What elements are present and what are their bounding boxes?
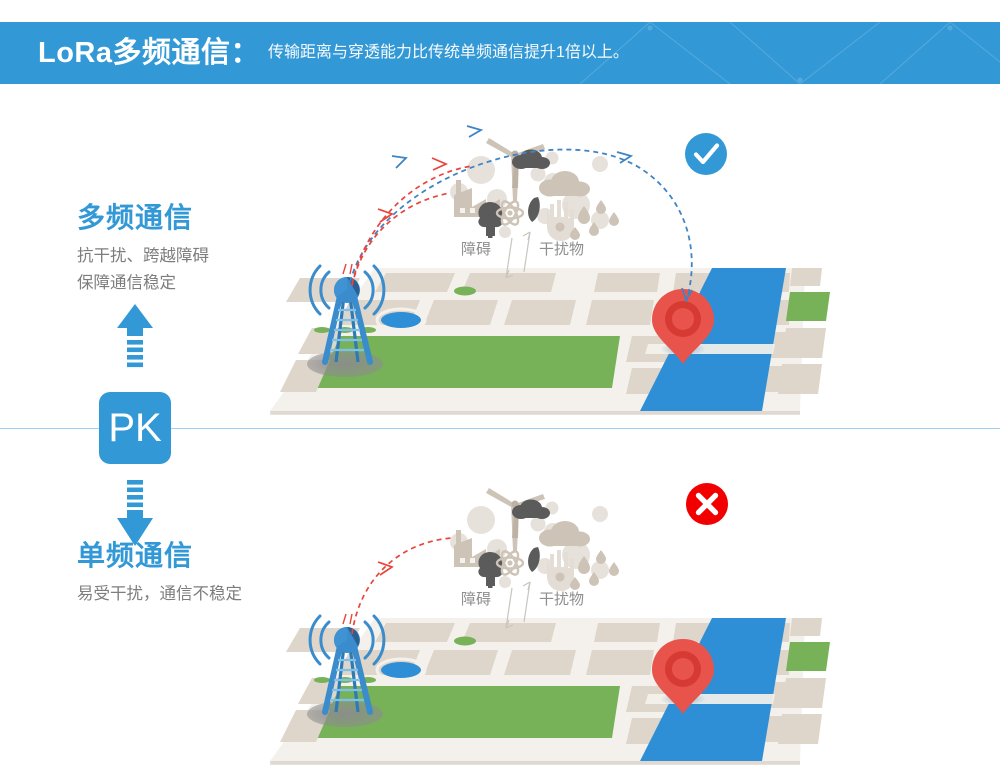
single-frequency-title: 单频通信 [77,540,194,571]
leaf-icon [528,197,540,222]
river-water [640,268,786,411]
signal-arc-blocked-low [351,192,451,287]
tree-icon [478,202,503,238]
multi-frequency-desc-line1: 抗干扰、跨越障碍 [77,246,209,265]
multi-frequency-title: 多频通信 [77,202,194,233]
single-frequency-desc: 易受干扰，通信不稳定 [77,581,242,608]
multi-frequency-desc: 抗干扰、跨越障碍 保障通信稳定 [77,243,209,296]
single-frequency-scene: 障碍 干扰物 [0,446,1000,776]
header-banner: LoRa多频通信： 传输距离与穿透能力比传统单频通信提升1倍以上。 [0,22,1000,84]
hand-icon [547,550,574,591]
x-circle-icon [686,483,728,525]
height-measure-bracket [505,581,531,629]
single-frequency-label-block: 单频通信 易受干扰，通信不稳定 [77,540,242,608]
river-water [640,618,786,761]
multi-frequency-scene: 障碍 干扰物 [0,96,1000,426]
park-green [316,336,620,388]
infographic-canvas: LoRa多频通信： 传输距离与穿透能力比传统单频通信提升1倍以上。 多频通信 抗… [0,22,1000,765]
cloud-light-icon [539,521,590,547]
map-pin-icon [652,639,714,714]
atom-icon [495,200,525,226]
pond-water [381,662,421,678]
header-subtitle: 传输距离与穿透能力比传统单频通信提升1倍以上。 [268,44,629,61]
atom-icon [495,550,525,576]
arrow-up-segmented-icon [117,304,153,368]
raindrop-icon [570,550,619,590]
section-divider [0,428,1000,429]
signal-arc-blocked-single [351,537,453,635]
leaf-icon [528,547,540,572]
cloud-dark-icon [512,499,550,519]
hand-icon [547,200,574,241]
multi-frequency-label-block: 多频通信 抗干扰、跨越障碍 保障通信稳定 [77,202,209,296]
map-pin-icon [652,289,714,364]
signal-tower-icon [307,264,386,377]
pk-badge-label: PK [108,406,162,450]
interference-label: 干扰物 [539,241,585,258]
cloud-dark-icon [512,149,550,169]
single-frequency-desc-line1: 易受干扰，通信不稳定 [77,584,242,603]
interference-label: 干扰物 [539,591,585,608]
page-title: LoRa多频通信： [38,36,261,69]
obstacle-cluster [450,138,619,241]
signal-tower-icon [307,614,386,727]
height-measure-bracket [505,231,531,279]
tree-icon [478,552,503,588]
header-decoration [580,22,1000,84]
obstacle-cluster [450,488,619,591]
park-green [316,686,620,738]
cloud-light-icon [539,171,590,197]
signal-arc-blocked-high [351,157,473,285]
tower-interference-spark [342,613,353,625]
obstacle-label: 障碍 [461,591,492,608]
raindrop-icon [570,200,619,240]
signal-arc-reaching [349,125,693,303]
pond-water [381,312,421,328]
arrow-down-segmented-icon [117,480,153,546]
check-circle-icon [685,133,727,175]
tower-interference-spark [342,263,353,275]
pk-badge: PK [99,392,171,464]
multi-frequency-desc-line2: 保障通信稳定 [77,273,176,292]
obstacle-label: 障碍 [461,241,492,258]
